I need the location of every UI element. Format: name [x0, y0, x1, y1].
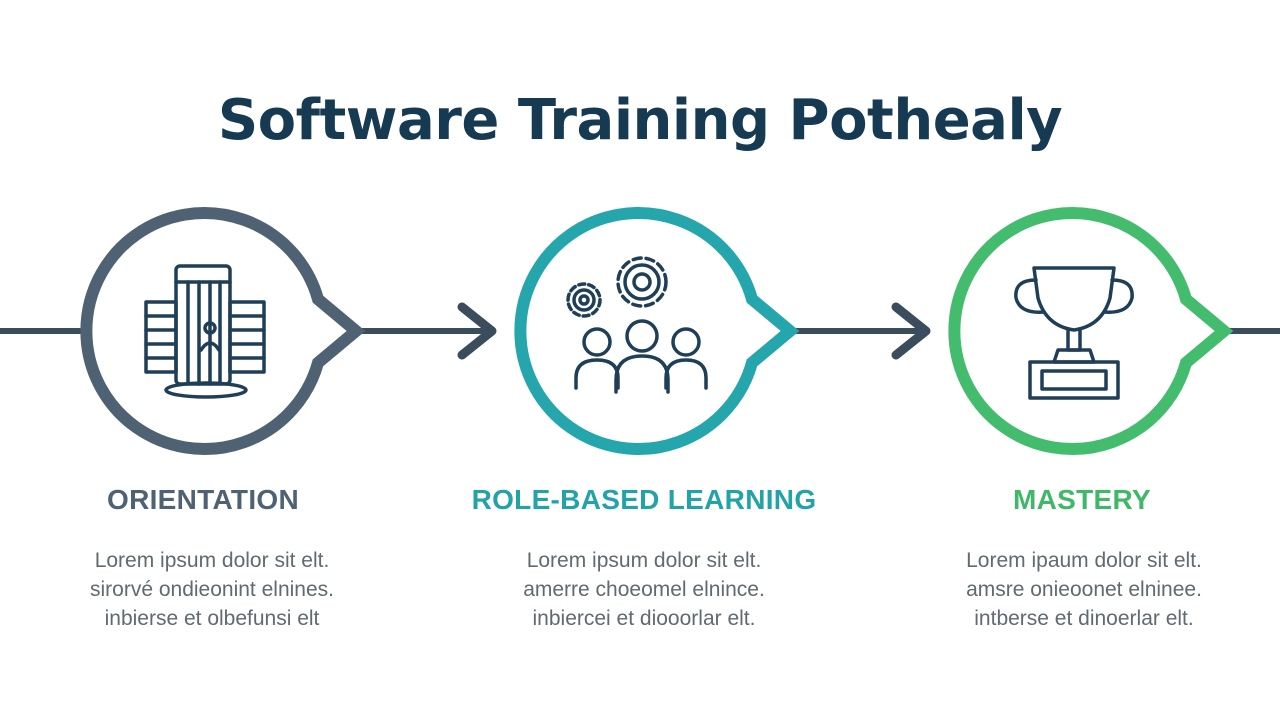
stage-description-orientation: Lorem ipsum dolor sit elt. sirorvé ondie… — [32, 546, 392, 633]
stage-ring-orientation — [80, 207, 366, 455]
description-line: inbierse et olbefunsi elt — [104, 607, 320, 630]
description-line: Lorem ipsum dolor sit elt. — [94, 549, 330, 572]
description-line: Lorem ipsum dolor sit elt. — [526, 549, 762, 572]
trophy-icon — [1014, 266, 1134, 400]
stage-title-role-based-learning: ROLE-BASED LEARNING — [471, 484, 817, 515]
description-line: sirorvé ondieonint elnines. — [90, 578, 334, 601]
gears-people-icon — [566, 256, 708, 394]
description-line: amsre onieoonet elninee. — [966, 578, 1202, 601]
stage-description-role-based-learning: Lorem ipsum dolor sit elt. amerre choeom… — [464, 546, 824, 633]
arrow-right-icon — [457, 302, 497, 360]
stage-title-mastery: MASTERY — [1013, 484, 1151, 515]
page-title: Software Training Pothealy — [217, 88, 1063, 153]
stage-title-orientation: ORIENTATION — [106, 484, 300, 515]
description-line: inbiercei et diooorlar elt. — [532, 607, 756, 630]
arrowheads — [457, 302, 931, 360]
stage-description-mastery: Lorem ipaum dolor sit elt. amsre onieoon… — [904, 546, 1264, 633]
description-line: Lorem ipaum dolor sit elt. — [966, 549, 1202, 572]
building-icon — [144, 264, 266, 399]
stage-ring-mastery — [948, 207, 1234, 455]
description-line: amerre choeomel elnince. — [523, 578, 765, 601]
description-line: intberse et dinoerlar elt. — [974, 607, 1194, 630]
stage-ring-role-based-learning — [514, 207, 800, 455]
arrow-right-icon — [891, 302, 931, 360]
